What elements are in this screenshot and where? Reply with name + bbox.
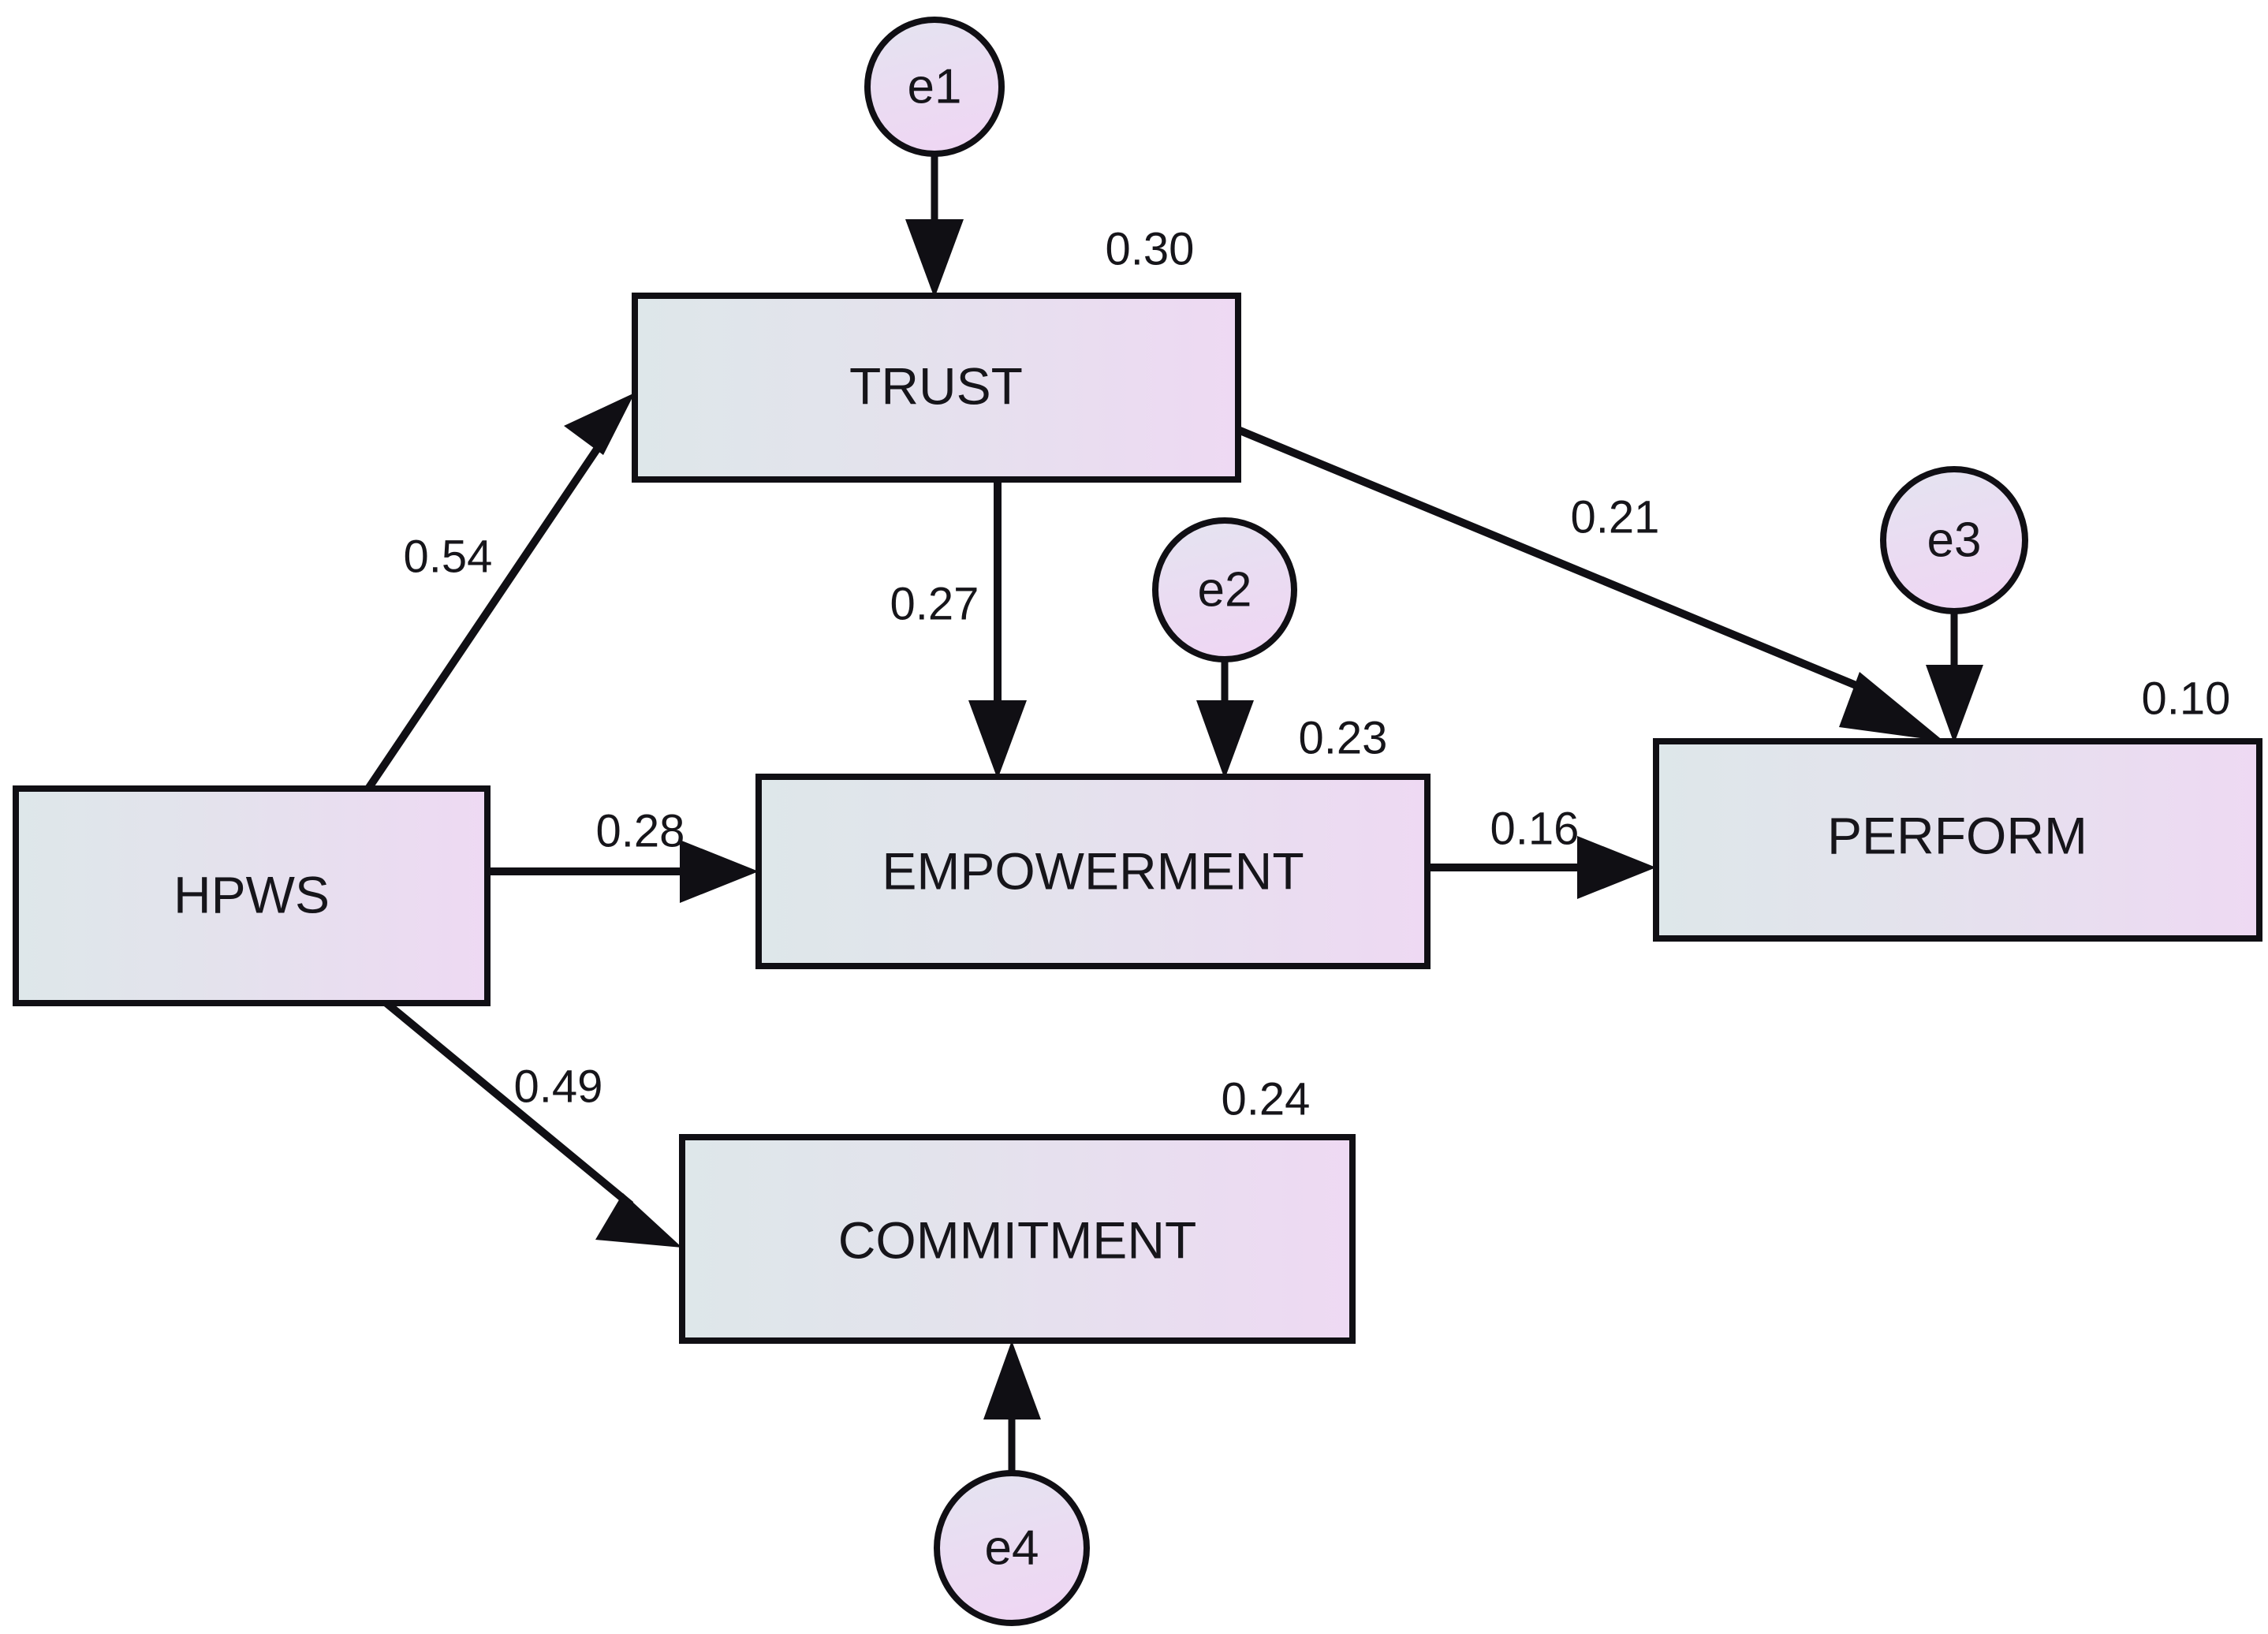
construct-node-perform[interactable]: PERFORM [1653, 738, 2262, 942]
construct-label-hpws: HPWS [173, 865, 330, 923]
r2-label-perform: 0.10 [2142, 673, 2231, 724]
r2-label-commitment: 0.24 [1222, 1073, 1311, 1125]
coefficient-label-hpws-commitment: 0.49 [514, 1061, 603, 1112]
path-e4-commitment [983, 1341, 1041, 1473]
coefficient-label-trust-perform: 0.21 [1571, 491, 1660, 543]
path-e3-perform [1926, 611, 1983, 744]
construct-label-perform: PERFORM [1827, 806, 2087, 864]
error-node-e3[interactable]: e3 [1880, 466, 2028, 614]
path-e1-trust [905, 155, 964, 298]
error-label-e2: e2 [1198, 562, 1252, 617]
path-hpws-trust [364, 393, 635, 791]
coefficient-label-hpws-empowerment: 0.28 [596, 805, 685, 856]
path-hpws-empowerment [487, 840, 759, 903]
error-node-e2[interactable]: e2 [1152, 517, 1297, 662]
r2-label-trust: 0.30 [1106, 223, 1195, 274]
construct-node-trust[interactable]: TRUST [632, 293, 1241, 483]
error-label-e4: e4 [985, 1520, 1039, 1575]
error-node-e4[interactable]: e4 [934, 1470, 1090, 1626]
coefficient-label-hpws-trust: 0.54 [404, 531, 493, 582]
construct-label-empowerment: EMPOWERMENT [882, 841, 1304, 900]
construct-label-commitment: COMMITMENT [838, 1211, 1197, 1269]
construct-label-trust: TRUST [849, 356, 1023, 415]
coefficient-label-empowerment-perform: 0.16 [1490, 803, 1580, 854]
path-trust-empowerment [968, 479, 1027, 779]
path-hpws-commitment [383, 1000, 682, 1248]
error-label-e1: e1 [908, 59, 962, 114]
error-node-e1[interactable]: e1 [864, 17, 1005, 157]
construct-node-empowerment[interactable]: EMPOWERMENT [755, 774, 1431, 969]
path-trust-perform [1237, 426, 1944, 741]
r2-label-empowerment: 0.23 [1299, 712, 1388, 763]
construct-node-commitment[interactable]: COMMITMENT [679, 1134, 1356, 1344]
path-empowerment-perform [1427, 836, 1656, 899]
error-label-e3: e3 [1927, 513, 1982, 567]
construct-node-hpws[interactable]: HPWS [13, 785, 491, 1006]
path-e2-empowerment [1196, 659, 1254, 779]
coefficient-label-trust-empowerment: 0.27 [890, 578, 979, 629]
